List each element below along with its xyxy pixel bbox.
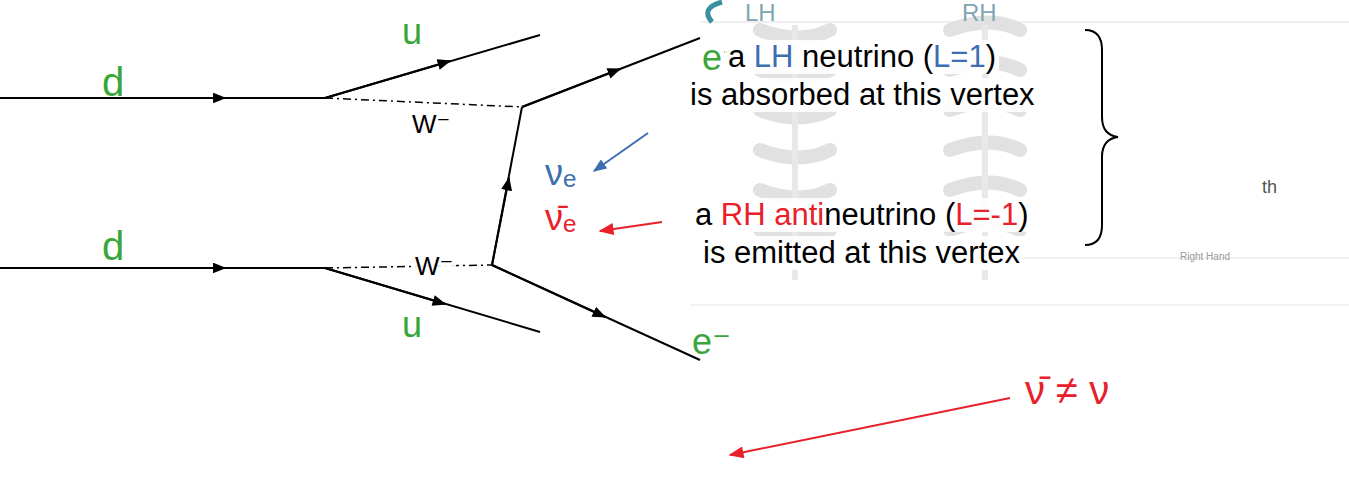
- helicity-label: RH: [962, 0, 997, 26]
- callout-text: is emitted at this vertex: [700, 236, 1023, 270]
- quark-label: d: [102, 60, 124, 104]
- helicity-label: LH: [745, 0, 776, 26]
- inequality-note: ν̄ ≠ ν: [1025, 368, 1109, 412]
- leader-arrow: [730, 398, 1010, 455]
- leader-arrow: [600, 222, 662, 231]
- curly-brace: [1085, 30, 1118, 245]
- quark-label: u: [402, 12, 422, 52]
- leader-arrow: [594, 133, 648, 171]
- quark-label: d: [102, 224, 124, 268]
- fermion-lines: [0, 35, 700, 360]
- w-propagators: [325, 98, 522, 268]
- callout-text: a RH antineutrino (L=-1): [692, 198, 1031, 232]
- boson-label: W⁻: [412, 110, 450, 139]
- neutrino-label: νₑ: [545, 153, 576, 193]
- cut-text: th: [1262, 178, 1277, 198]
- callout-text: a LH neutrino (L=1): [725, 40, 999, 74]
- quark-label: u: [402, 305, 422, 345]
- antineutrino-label: ν̄ₑ: [545, 198, 576, 238]
- lepton-label: e⁻: [692, 322, 731, 362]
- faded-photo: [690, 22, 1349, 305]
- faded-caption: Right Hand: [1180, 251, 1230, 262]
- boson-label: W⁻: [412, 252, 456, 281]
- teal-curl: [708, 2, 722, 22]
- callout-text: is absorbed at this vertex: [687, 78, 1038, 112]
